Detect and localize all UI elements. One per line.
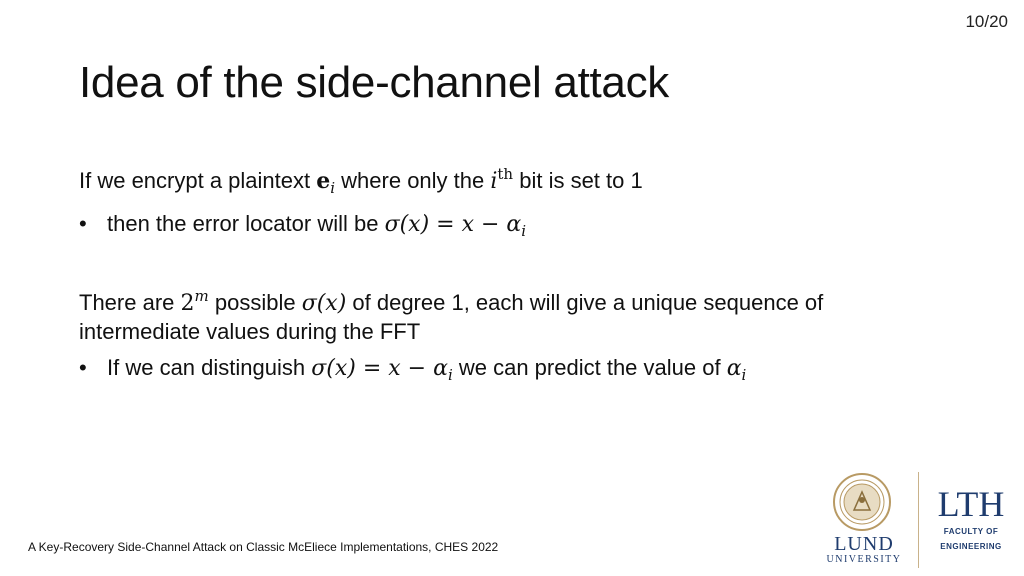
bullet-1-math-sub: i: [521, 222, 527, 240]
bullet-2: If we can distinguish σ(x) = x − αi we c…: [79, 354, 979, 389]
paragraph-2-text-b: possible: [208, 290, 302, 315]
math-2: 2: [180, 291, 195, 316]
slide-content: If we encrypt a plaintext ei where only …: [79, 160, 979, 389]
bullet-1-math: σ(x) = x − α: [384, 212, 522, 237]
paragraph-1-text-c: bit is set to 1: [513, 168, 643, 193]
paragraph-1-text-a: If we encrypt a plaintext: [79, 168, 317, 193]
bullet-2-text-a: If we can distinguish: [107, 355, 312, 380]
paragraph-1: If we encrypt a plaintext ei where only …: [79, 160, 979, 202]
paragraph-2-text-a: There are: [79, 290, 181, 315]
bullet-2-math: σ(x) = x − α: [311, 356, 448, 381]
bullet-2-text-b: we can predict the value of: [452, 355, 727, 380]
lund-logo-line2: UNIVERSITY: [826, 554, 902, 565]
lth-logo-line1: FACULTY OF: [943, 527, 999, 536]
math-alpha-sub: i: [741, 366, 747, 384]
page-number: 10/20: [965, 12, 1008, 31]
math-e-sub: i: [330, 179, 336, 197]
logos: LUND UNIVERSITY LTH FACULTY OF ENGINEERI…: [826, 470, 1016, 570]
lth-logo-big: LTH: [937, 484, 1005, 524]
bullet-1: then the error locator will be σ(x) = x …: [79, 210, 979, 245]
logo-divider: [918, 472, 919, 568]
paragraph-2-text-c: of degree 1, each will give a unique seq…: [346, 290, 824, 315]
math-i: i: [490, 169, 498, 194]
math-th: th: [497, 165, 514, 183]
bullet-2-math-sub: i: [447, 366, 453, 384]
lund-logo-line1: LUND: [834, 533, 894, 555]
math-alpha: α: [726, 356, 742, 381]
paragraph-2-line-2: intermediate values during the FFT: [79, 319, 421, 344]
footer-citation: A Key-Recovery Side-Channel Attack on Cl…: [28, 540, 499, 554]
paragraph-2: There are 2m possible σ(x) of degree 1, …: [79, 282, 979, 346]
lund-university-logo: LUND UNIVERSITY: [826, 534, 902, 566]
lund-seal-icon: [833, 473, 891, 531]
math-sigma: σ(x): [301, 291, 347, 316]
lth-logo-line2: ENGINEERING: [940, 542, 1002, 551]
slide-title: Idea of the side-channel attack: [79, 58, 669, 107]
math-e: e: [316, 168, 331, 194]
bullet-1-text: then the error locator will be: [107, 211, 385, 236]
paragraph-1-text-b: where only the: [335, 168, 491, 193]
math-m: m: [194, 287, 209, 305]
lth-logo: LTH FACULTY OF ENGINEERING: [928, 486, 1014, 552]
